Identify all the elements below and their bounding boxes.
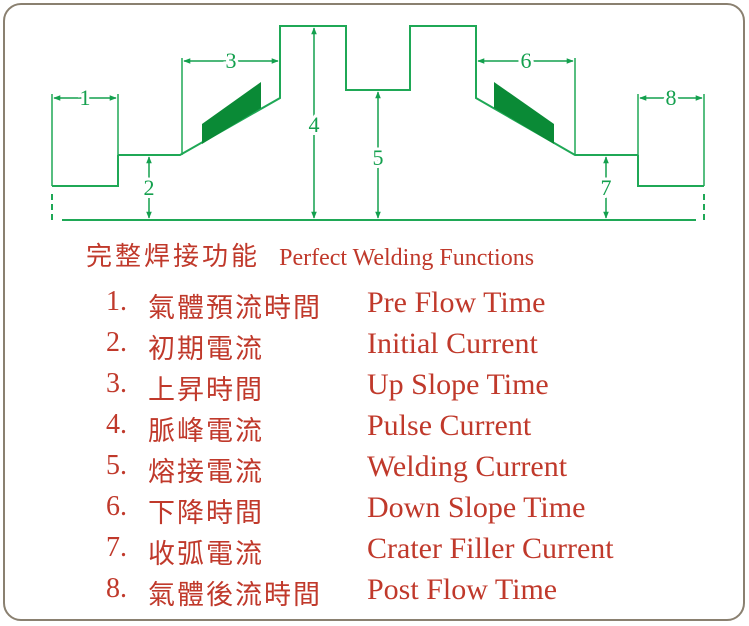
item-chinese: 脈峰電流 — [148, 416, 264, 447]
item-chinese: 初期電流 — [148, 334, 264, 365]
item-english: Initial Current — [367, 327, 538, 360]
item-chinese: 上昇時間 — [148, 375, 264, 406]
diagram-heading: 完整焊接功能 Perfect Welding Functions — [86, 236, 534, 273]
item-number: 5. — [106, 450, 127, 481]
current-waveform — [118, 25, 638, 156]
dim-label-7: 7 — [601, 175, 612, 200]
item-english: Crater Filler Current — [367, 532, 614, 565]
item-number: 2. — [106, 327, 127, 358]
item-english: Pre Flow Time — [367, 286, 546, 319]
frame-border — [3, 3, 745, 621]
item-chinese: 下降時間 — [148, 498, 264, 529]
item-english: Up Slope Time — [367, 368, 549, 401]
post-flow-outline — [637, 155, 704, 187]
item-english: Welding Current — [367, 450, 568, 483]
item-chinese: 熔接電流 — [148, 457, 264, 488]
item-number: 4. — [106, 409, 127, 440]
item-number: 6. — [106, 491, 127, 522]
item-english: Post Flow Time — [367, 573, 558, 606]
dim-label-5: 5 — [373, 145, 384, 170]
dim-label-1: 1 — [80, 85, 91, 110]
welding-waveform-diagram: 1 2 3 4 5 6 7 8 — [51, 25, 705, 221]
item-number: 1. — [106, 286, 127, 317]
item-english: Pulse Current — [367, 409, 532, 442]
item-number: 8. — [106, 573, 127, 604]
heading-english: Perfect Welding Functions — [279, 245, 535, 271]
heading-chinese: 完整焊接功能 — [86, 242, 261, 272]
item-chinese: 氣體預流時間 — [148, 293, 322, 324]
down-slope-block — [494, 82, 554, 144]
item-english: Down Slope Time — [367, 491, 586, 524]
up-slope-block — [202, 82, 261, 144]
dim-label-8: 8 — [666, 85, 677, 110]
pre-flow-outline — [52, 155, 119, 187]
item-chinese: 收弧電流 — [148, 539, 264, 570]
dim-label-4: 4 — [309, 112, 320, 137]
dim-label-2: 2 — [144, 175, 155, 200]
dim-label-6: 6 — [521, 48, 532, 73]
dim-label-3: 3 — [226, 48, 237, 73]
item-number: 7. — [106, 532, 127, 563]
item-chinese: 氣體後流時間 — [148, 580, 322, 611]
item-number: 3. — [106, 368, 127, 399]
